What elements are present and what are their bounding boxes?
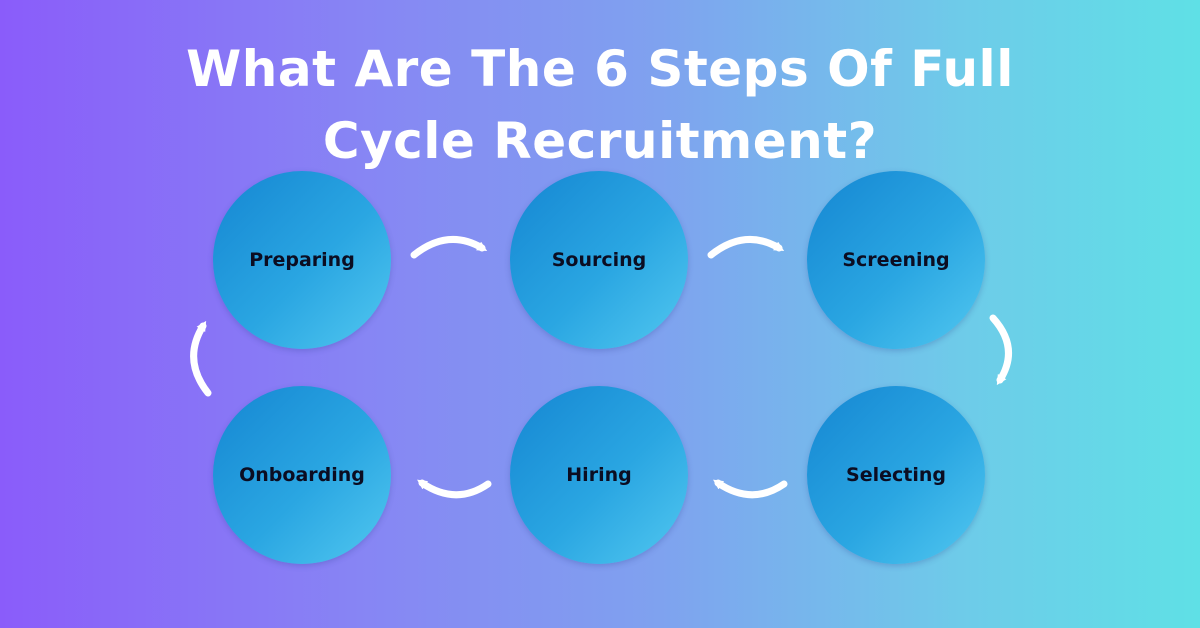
title-line-2: Cycle Recruitment? — [322, 112, 878, 170]
step-selecting-label: Selecting — [846, 464, 946, 486]
curved-arrow-icon — [417, 479, 492, 499]
curved-arrow-icon — [410, 236, 488, 259]
step-sourcing-circle: Sourcing — [510, 171, 688, 349]
step-selecting-circle: Selecting — [807, 386, 985, 564]
step-sourcing-label: Sourcing — [551, 249, 647, 271]
curved-arrow-icon — [707, 236, 785, 259]
step-preparing-circle: Preparing — [213, 171, 391, 349]
step-preparing-label: Preparing — [249, 249, 355, 271]
title-line-1: What Are The 6 Steps Of Full — [186, 40, 1014, 98]
step-screening-circle: Screening — [807, 171, 985, 349]
step-hiring-label: Hiring — [566, 464, 632, 486]
curved-arrow-icon — [989, 314, 1012, 386]
step-hiring-circle: Hiring — [510, 386, 688, 564]
step-onboarding-label: Onboarding — [239, 464, 365, 486]
step-screening-label: Screening — [842, 249, 950, 271]
curved-arrow-icon — [713, 479, 788, 499]
curved-arrow-icon — [190, 320, 212, 397]
step-onboarding-circle: Onboarding — [213, 386, 391, 564]
